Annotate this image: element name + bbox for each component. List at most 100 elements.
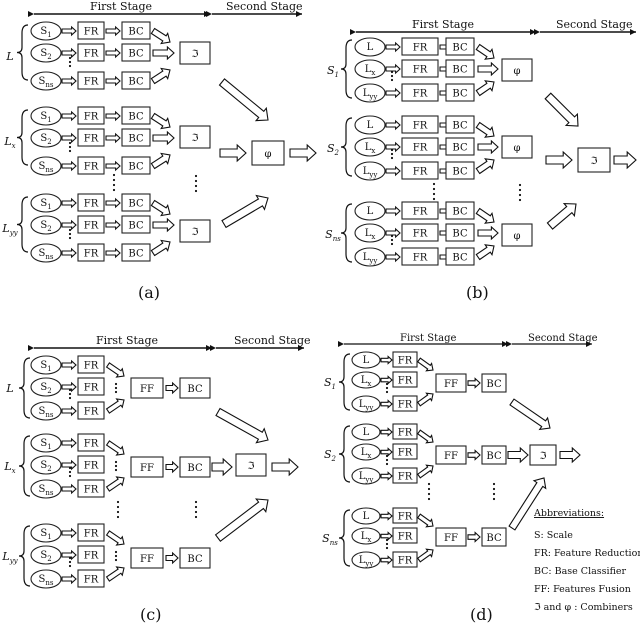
group-brace [338,353,351,411]
flow-arrow [61,160,77,172]
flow-arrow [152,217,175,233]
flow-arrow [477,139,499,155]
flow-arrow [152,130,175,146]
fr-box-label: FR [413,89,428,100]
bc-box-label: BC [452,65,468,76]
fr-box [77,523,105,542]
fr-box [77,377,105,396]
panel-c-second-stage-label: Second Stage [234,334,311,347]
group-label: Lyy [1,550,18,565]
group-brace [18,357,31,419]
panel-c-first-stage-label: First Stage [96,334,158,347]
ellipsis-dot [116,505,120,509]
flow-arrow [416,357,434,372]
level-node [351,371,381,389]
flow-arrow [416,513,434,528]
flow-arrow [467,449,481,461]
ellipsis-dot [385,462,389,466]
flow-arrow [165,381,179,395]
level-node-label: L [367,120,374,131]
panel-a-caption: (a) [138,283,160,302]
flow-arrow [416,464,434,479]
flow-arrow [105,566,125,582]
flow-arrow [150,199,171,217]
ellipsis-dot [390,242,394,246]
bc-box [121,43,151,62]
fr-box-label: FR [84,49,99,60]
ellipsis-dot [518,193,522,197]
group-combiner-box [179,219,211,243]
bc-box-label: BC [452,253,468,264]
flow-arrow [105,530,125,546]
flow-arrow [380,555,393,565]
ellipsis-dot [385,382,389,386]
flow-arrow [546,203,577,230]
flow-arrow [218,78,269,122]
ellipsis-dot [518,198,522,202]
scale-node-label: S1 [40,198,51,211]
flow-arrow [559,446,581,464]
fr-box-label: FR [398,512,413,523]
level-node [351,351,381,369]
fr-box-label: FR [398,472,413,483]
fr-box-label: FR [84,485,99,496]
flow-arrow [150,112,171,130]
ellipsis-dot [390,234,394,238]
flow-arrow [105,398,125,414]
bc-box [445,161,475,180]
scale-node [30,401,62,421]
scale-node [30,545,62,565]
group-brace [16,196,29,253]
level-node [354,37,386,57]
bc-box-label: BC [128,162,144,173]
flow-arrow [544,92,579,127]
group-label: S2 [324,448,337,463]
ellipsis-dot [68,388,72,392]
scale-node-label: Sns [39,161,54,174]
ellipsis-dot [68,564,72,568]
scale-node-label: S2 [40,220,51,233]
fr-box-label: FR [398,376,413,387]
fr-box [392,395,418,412]
group-brace [340,39,353,99]
flow-arrow [105,247,121,259]
flow-arrow [385,87,401,99]
group-brace [338,425,351,483]
flow-arrow [150,152,171,170]
ellipsis-dot [194,179,198,183]
fr-box-label: FR [413,207,428,218]
fr-box-label: FR [413,253,428,264]
scale-node-label: S1 [40,111,51,124]
bc-box [121,21,151,40]
flow-arrow [61,47,77,59]
group-brace [340,117,353,177]
flow-arrow [467,377,481,389]
scale-node-label: S1 [40,528,51,541]
panel-d-caption: (d) [470,605,493,624]
flow-arrow [475,244,495,261]
ellipsis-dot [492,492,496,496]
fr-box-label: FR [398,556,413,567]
scale-node-label: S1 [40,360,51,373]
flow-arrow [105,362,125,378]
fr-box [77,545,105,564]
bc-box [481,373,507,393]
group-brace [18,435,31,497]
ellipsis-dot [194,500,198,504]
fr-box [392,423,418,440]
ff-box [130,377,164,399]
flow-arrow [385,41,401,53]
bc-box-label: BC [128,77,144,88]
bc-box-label: BC [128,134,144,145]
flow-arrow [289,143,317,163]
panel-b-first-stage-label: First Stage [412,18,474,31]
ellipsis-dot [68,232,72,236]
fr-box-label: FR [84,461,99,472]
group-combiner-box-label: φ [513,231,520,242]
bc-box-label: BC [452,167,468,178]
abbreviation-item: ℑ and φ : Combiners [534,602,633,613]
bc-box [121,71,151,90]
level-node-label: L [363,511,370,522]
level-node [354,201,386,221]
flow-arrow [475,80,495,97]
